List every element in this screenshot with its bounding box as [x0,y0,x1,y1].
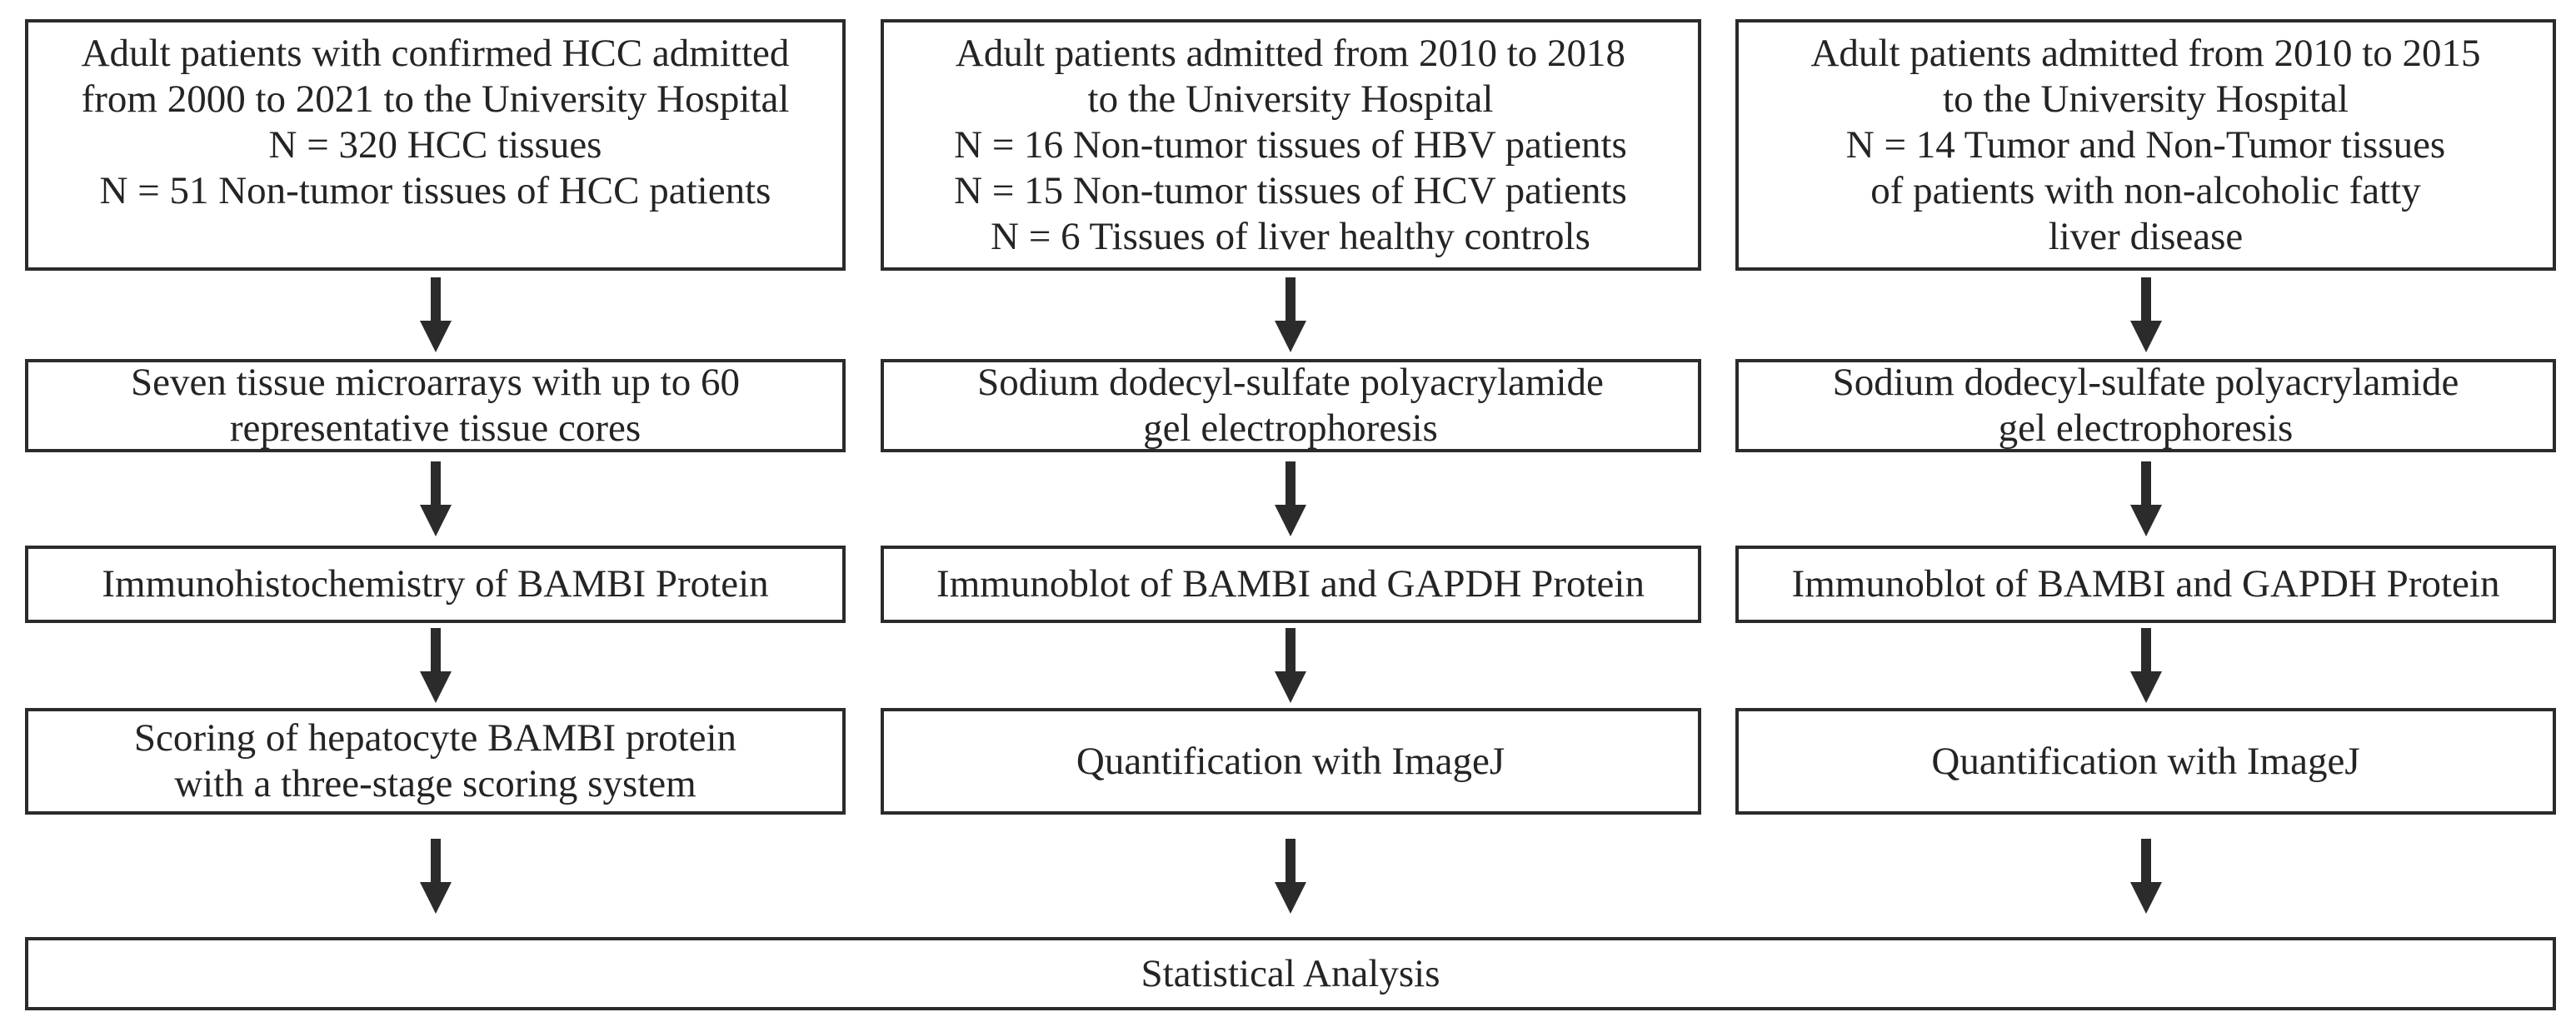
box-tissue-microarrays-text: Seven tissue microarrays with up to 60 r… [131,361,740,450]
box-immunohistochemistry-text: Immunohistochemistry of BAMBI Protein [102,562,769,606]
down-arrow-icon [881,623,1701,708]
down-arrow-icon [25,815,846,937]
down-arrow [1275,461,1306,536]
column-immunoblot-hbv-hcv: Adult patients admitted from 2010 to 201… [880,19,1701,937]
box-statistical-analysis-text: Statistical Analysis [1141,951,1440,995]
arrow-head [2129,881,2162,914]
arrow-stem [1286,461,1295,505]
arrow-stem [2140,277,2151,321]
box-statistical-analysis: Statistical Analysis [25,937,2556,1010]
down-arrow-icon [25,271,846,359]
box-immunoblot-text: Immunoblot of BAMBI and GAPDH Protein [936,562,1645,606]
box-immunoblot: Immunoblot of BAMBI and GAPDH Protein [1735,546,2556,623]
box-sds-page: Sodium dodecyl-sulfate polyacrylamide ge… [880,359,1701,452]
down-arrow-icon [25,623,846,708]
arrow-stem [1286,628,1295,671]
down-arrow-icon [1735,623,2556,708]
arrow-stem [430,277,441,321]
arrow-stem [430,628,441,671]
down-arrow [419,628,452,703]
down-arrow [1275,628,1306,703]
down-arrow-icon [881,271,1701,359]
box-immunoblot: Immunoblot of BAMBI and GAPDH Protein [880,546,1701,623]
box-scoring-system-text: Scoring of hepatocyte BAMBI protein with… [133,716,737,805]
box-cohort-nafld: Adult patients admitted from 2010 to 201… [1735,19,2556,271]
down-arrow-icon [881,452,1701,546]
down-arrow [2129,461,2162,536]
down-arrow [419,461,452,536]
down-arrow [419,277,452,352]
box-cohort-hcc-text: Adult patients with confirmed HCC admitt… [81,32,790,212]
down-arrow-icon [1735,271,2556,359]
arrow-head [2129,321,2162,352]
box-immunoblot-text: Immunoblot of BAMBI and GAPDH Protein [1791,562,2500,606]
box-cohort-hcc: Adult patients with confirmed HCC admitt… [25,19,846,271]
down-arrow-icon [25,452,846,546]
arrow-head [419,881,452,914]
box-tissue-microarrays: Seven tissue microarrays with up to 60 r… [25,359,846,452]
box-quantification-imagej-text: Quantification with ImageJ [1076,739,1505,783]
down-arrow-icon [1735,815,2556,937]
down-arrow-icon [881,815,1701,937]
box-cohort-hbv-hcv-controls: Adult patients admitted from 2010 to 201… [880,19,1701,271]
box-cohort-hbv-hcv-controls-text: Adult patients admitted from 2010 to 201… [954,32,1627,258]
down-arrow [1275,277,1306,352]
arrow-stem [1286,838,1295,882]
down-arrow [2129,628,2162,703]
arrow-head [419,321,452,352]
box-sds-page: Sodium dodecyl-sulfate polyacrylamide ge… [1735,359,2556,452]
down-arrow-icon [1735,452,2556,546]
box-sds-page-text: Sodium dodecyl-sulfate polyacrylamide ge… [977,361,1604,450]
arrow-head [419,505,452,536]
box-cohort-nafld-text: Adult patients admitted from 2010 to 201… [1810,32,2481,258]
arrow-head [2129,505,2162,536]
arrow-head [1275,321,1306,352]
flowchart-columns: Adult patients with confirmed HCC admitt… [25,19,2556,937]
arrow-head [1275,671,1306,703]
arrow-stem [2140,628,2151,671]
column-immunoblot-nafld: Adult patients admitted from 2010 to 201… [1735,19,2556,937]
box-scoring-system: Scoring of hepatocyte BAMBI protein with… [25,708,846,815]
box-immunohistochemistry: Immunohistochemistry of BAMBI Protein [25,546,846,623]
arrow-head [1275,881,1306,914]
down-arrow [419,838,452,914]
arrow-stem [1286,277,1295,321]
arrow-stem [2140,838,2151,882]
down-arrow [1275,838,1306,914]
arrow-stem [430,838,441,882]
arrow-head [419,671,452,703]
box-quantification-imagej: Quantification with ImageJ [1735,708,2556,815]
box-quantification-imagej: Quantification with ImageJ [880,708,1701,815]
arrow-head [2129,671,2162,703]
box-quantification-imagej-text: Quantification with ImageJ [1931,739,2360,783]
column-immunohistochemistry: Adult patients with confirmed HCC admitt… [25,19,846,937]
down-arrow [2129,277,2162,352]
arrow-stem [430,461,441,505]
box-sds-page-text: Sodium dodecyl-sulfate polyacrylamide ge… [1832,361,2459,450]
arrow-stem [2140,461,2151,505]
down-arrow [2129,838,2162,914]
arrow-head [1275,505,1306,536]
